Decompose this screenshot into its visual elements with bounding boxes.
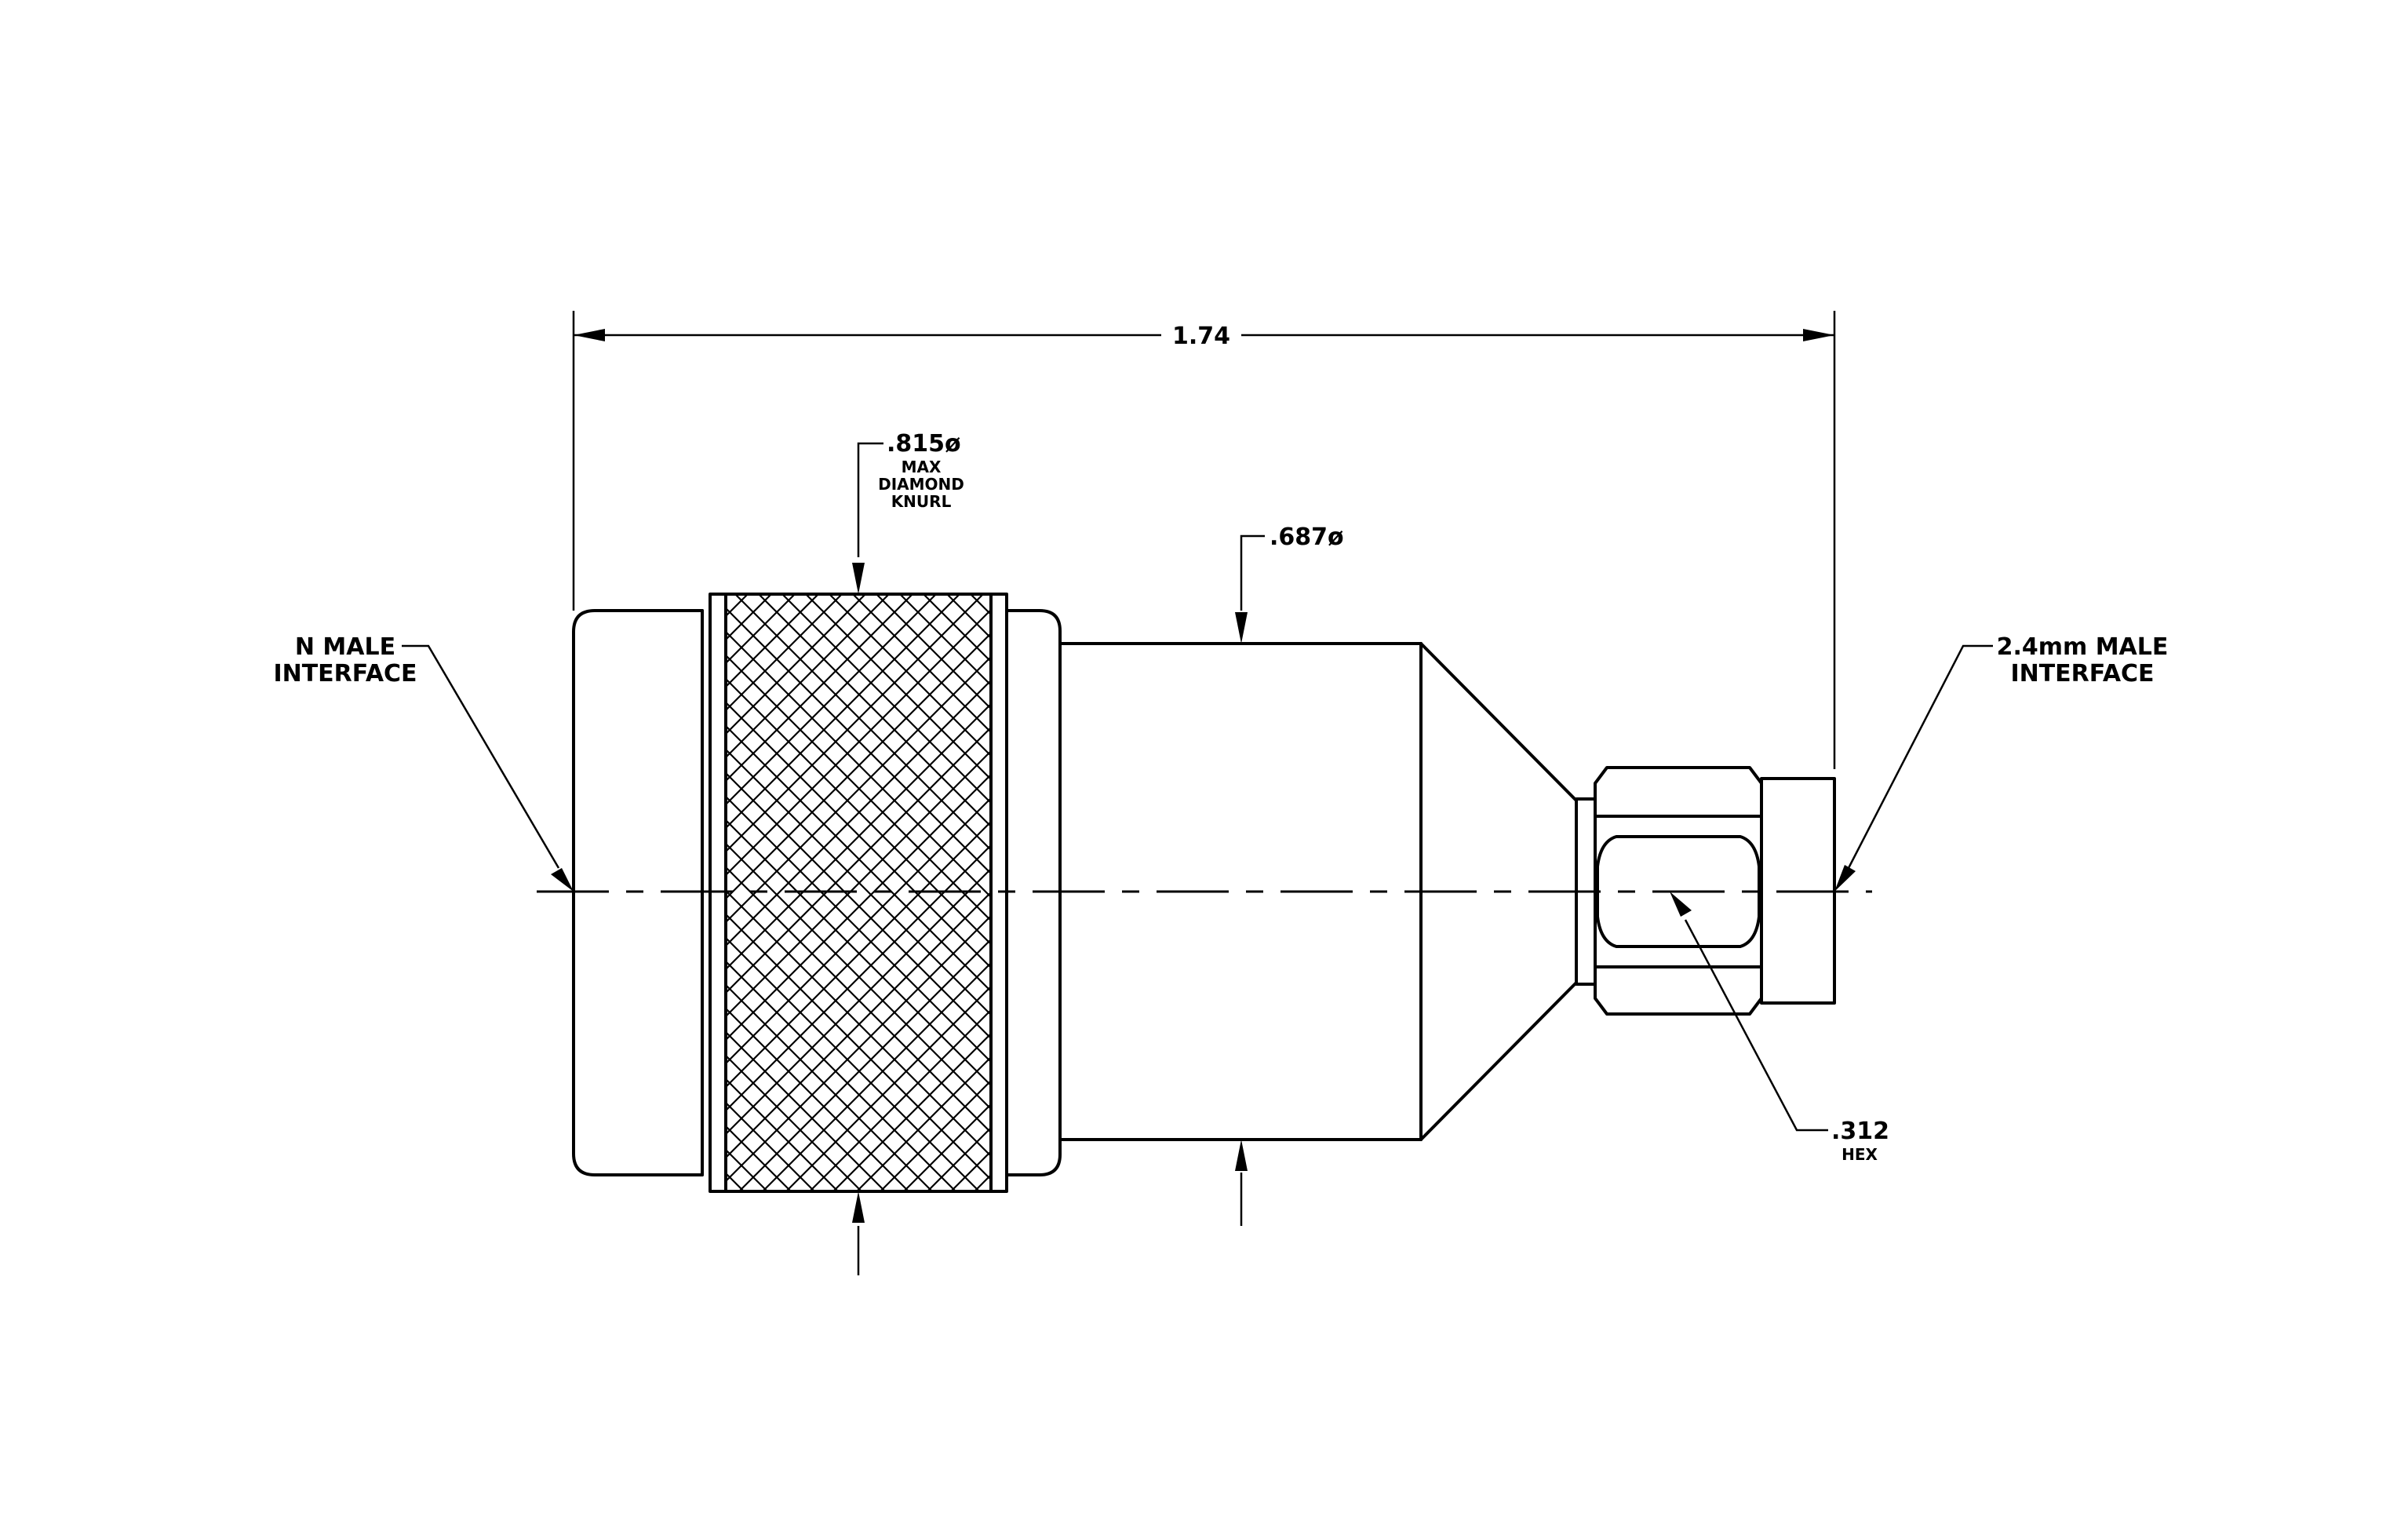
n-male-coupling-nut — [572, 593, 1062, 1193]
overall-length-dimension: 1.74 — [572, 311, 1836, 769]
hex-size-label: .312 — [1831, 1118, 1889, 1145]
2-4mm-male-interface-line2: INTERFACE — [2010, 660, 2154, 688]
knurl-note-knurl: KNURL — [891, 492, 952, 511]
n-male-interface-line1: N MALE — [295, 633, 395, 661]
adapter-body — [1058, 642, 1597, 1141]
n-male-interface-callout: N MALE INTERFACE — [273, 633, 574, 892]
body-diameter-callout: .687ø — [1235, 523, 1344, 1226]
hex-size-callout: .312 HEX — [1670, 892, 1889, 1164]
knurl-diameter-label: .815ø — [887, 430, 961, 458]
2-4mm-male-interface-line1: 2.4mm MALE — [1997, 633, 2169, 661]
2-4mm-male-interface-callout: 2.4mm MALE INTERFACE — [1834, 633, 2168, 892]
hex-coupling-nut — [1594, 766, 1836, 1016]
overall-length-label: 1.74 — [1172, 323, 1230, 350]
knurl-note-diamond: DIAMOND — [878, 475, 964, 494]
n-male-interface-line2: INTERFACE — [273, 660, 417, 688]
diamond-knurl — [724, 593, 993, 1193]
knurl-note-max: MAX — [902, 458, 942, 476]
hex-size-note: HEX — [1842, 1145, 1878, 1164]
knurl-diameter-callout: .815ø MAX DIAMOND KNURL — [852, 430, 964, 1275]
body-diameter-label: .687ø — [1270, 523, 1344, 551]
